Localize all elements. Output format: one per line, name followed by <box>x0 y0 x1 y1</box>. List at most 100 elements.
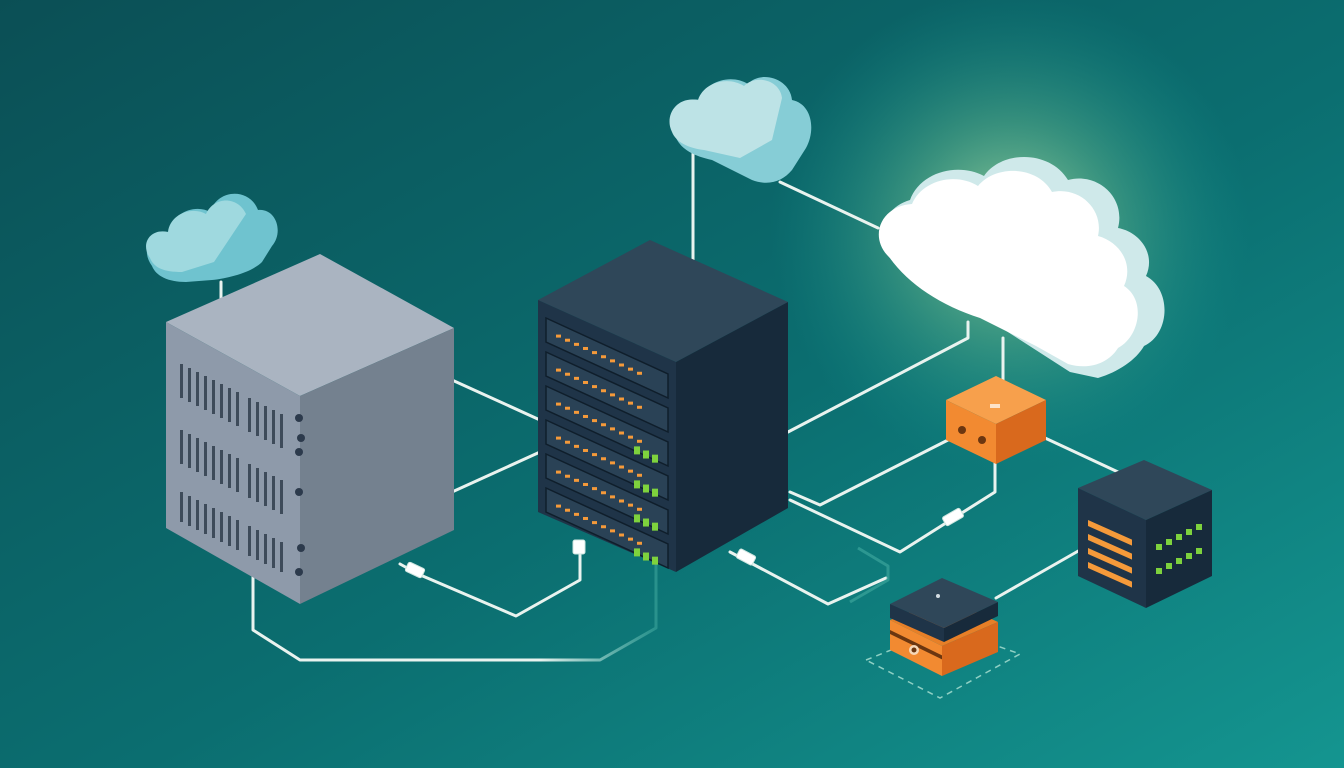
rack-led-orange <box>574 478 579 482</box>
rack-top <box>538 240 788 362</box>
tower-side <box>300 328 454 604</box>
rack-led-orange <box>556 334 561 338</box>
rack-led-orange <box>574 376 579 380</box>
rack-slot <box>545 384 669 468</box>
connectors <box>404 507 964 579</box>
rack-led-orange <box>628 503 633 507</box>
router-box-orange-icon <box>946 376 1046 464</box>
rack-led-orange <box>556 368 561 372</box>
rack-led-orange <box>592 351 597 355</box>
rack-led-orange <box>592 385 597 389</box>
rack-led-orange <box>610 461 615 465</box>
rack-led-orange <box>556 436 561 440</box>
rack-led-orange <box>565 508 570 512</box>
rack-led-orange <box>637 439 642 443</box>
rack-led-green <box>643 484 649 493</box>
rack-led-orange <box>628 537 633 541</box>
rack-side <box>676 302 788 572</box>
rack-led-orange <box>637 507 642 511</box>
cube-orange-leds <box>1088 520 1132 588</box>
server-tower-gray-icon <box>166 254 454 604</box>
rack-led-orange <box>610 393 615 397</box>
rack-led-green <box>634 514 640 523</box>
connector-plug <box>572 539 586 555</box>
cloud-small-left-icon <box>146 193 278 282</box>
cloud-top-center-icon <box>669 77 812 183</box>
rack-led-orange <box>583 482 588 486</box>
cube-green-leds <box>1156 524 1202 574</box>
rack-led-orange <box>610 359 615 363</box>
rack-led-orange <box>601 457 606 461</box>
cloud-large-right-icon <box>878 156 1165 378</box>
rack-led-green <box>652 522 658 531</box>
rack-led-orange <box>592 521 597 525</box>
rack-led-orange <box>619 431 624 435</box>
rack-led-orange <box>610 495 615 499</box>
cable-faded-rack-loop <box>540 560 658 662</box>
rack-led-orange <box>601 355 606 359</box>
rack-led-orange <box>601 423 606 427</box>
connector-plug <box>942 507 964 527</box>
rack-led-orange <box>574 410 579 414</box>
rack-led-orange <box>583 380 588 384</box>
rack-led-orange <box>619 499 624 503</box>
rack-led-orange <box>583 516 588 520</box>
rack-led-orange <box>592 487 597 491</box>
rack-led-orange <box>619 533 624 537</box>
cable-tower-loop-left <box>251 570 542 662</box>
rack-slot <box>545 418 669 502</box>
rack-led-orange <box>556 402 561 406</box>
rack-led-green <box>643 450 649 459</box>
rack-led-orange <box>565 474 570 478</box>
rack-led-orange <box>565 440 570 444</box>
rack-led-orange <box>574 512 579 516</box>
cable-router-to-cube <box>1043 436 1120 474</box>
cable-router-to-rack <box>788 438 950 507</box>
server-rack-dark-icon <box>538 240 788 572</box>
rack-led-orange <box>637 371 642 375</box>
tower-front <box>166 322 300 604</box>
rack-led-orange <box>619 363 624 367</box>
tower-top <box>166 254 454 396</box>
rack-led-orange <box>637 473 642 477</box>
rack-led-green <box>634 548 640 557</box>
rack-led-orange <box>601 491 606 495</box>
tower-buttons <box>295 414 305 576</box>
rack-led-orange <box>583 448 588 452</box>
rack-led-orange <box>628 367 633 371</box>
rack-led-orange <box>628 435 633 439</box>
cable-rack-to-edge-device <box>728 550 888 606</box>
cable-cloud-top-to-cloud-right <box>778 180 880 230</box>
rack-led-green <box>634 446 640 455</box>
rack-led-orange <box>637 541 642 545</box>
rack-slot <box>545 350 669 434</box>
cable-cube-to-edge-device <box>994 548 1082 600</box>
cable-rack-to-cloud-right <box>786 320 970 434</box>
rack-led-orange <box>610 427 615 431</box>
rack-slots <box>545 316 669 570</box>
rack-led-orange <box>637 405 642 409</box>
rack-led-orange <box>556 470 561 474</box>
rack-led-orange <box>601 525 606 529</box>
cable-faded-rack-right <box>849 546 890 604</box>
rack-led-green <box>643 552 649 561</box>
rack-led-green <box>634 480 640 489</box>
rack-slot <box>545 452 669 536</box>
rack-led-orange <box>619 397 624 401</box>
rack-led-orange <box>592 453 597 457</box>
rack-led-green <box>652 454 658 463</box>
rack-led-orange <box>556 504 561 508</box>
connector-plug <box>404 561 426 579</box>
rack-led-orange <box>574 342 579 346</box>
rack-led-orange <box>565 338 570 342</box>
rack-led-orange <box>628 469 633 473</box>
rack-led-green <box>652 488 658 497</box>
edge-device-icon <box>864 578 1022 699</box>
rack-slot <box>545 316 669 400</box>
rack-led-orange <box>592 419 597 423</box>
rack-led-orange <box>628 401 633 405</box>
rack-led-orange <box>601 389 606 393</box>
rack-led-green <box>643 518 649 527</box>
rack-led-orange <box>574 444 579 448</box>
